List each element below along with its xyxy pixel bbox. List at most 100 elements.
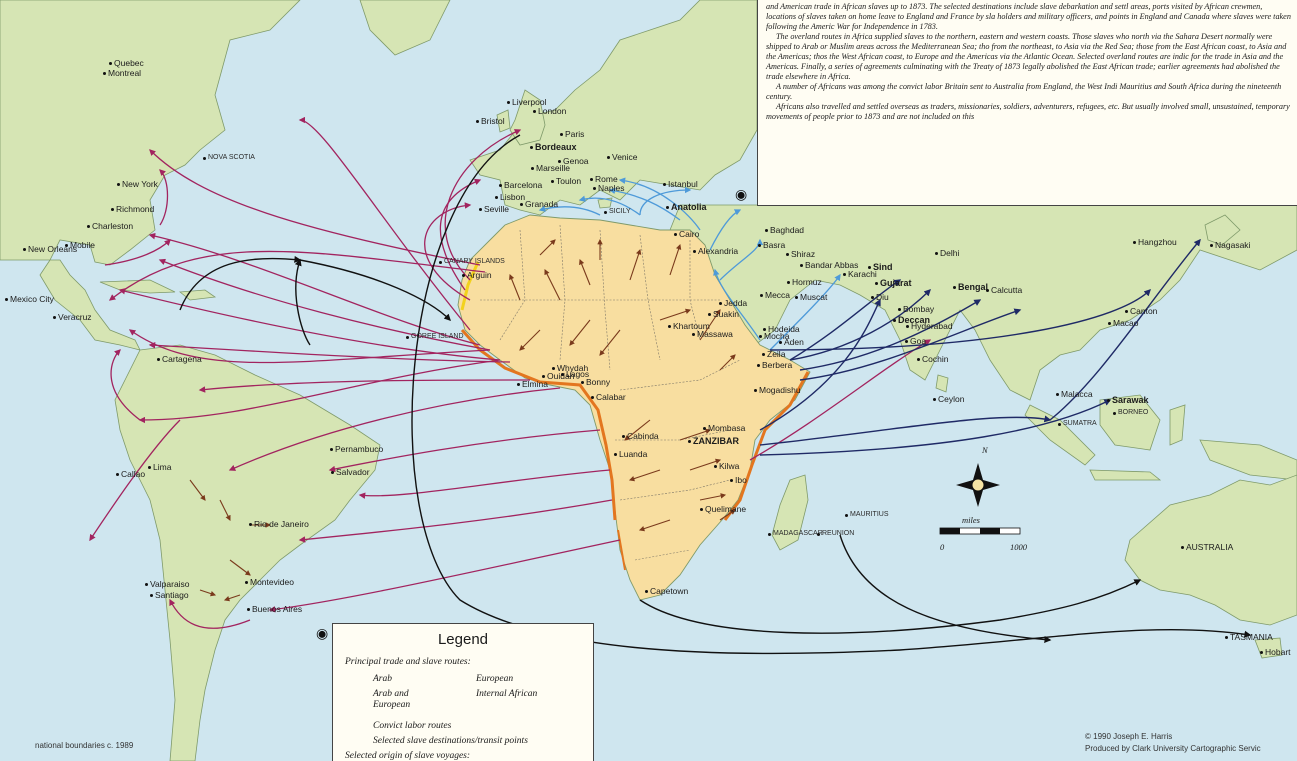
place-dot — [1125, 310, 1128, 313]
place-dot — [953, 286, 956, 289]
place-dot — [507, 101, 510, 104]
place-label: Mobile — [70, 240, 96, 250]
place-label: New York — [122, 179, 158, 189]
place-dot — [331, 471, 334, 474]
place-label: Suakin — [713, 309, 739, 319]
origin-coast-west-orange — [460, 328, 617, 521]
legend-arab-european: Arab and European — [373, 689, 411, 710]
place-label: Quelimane — [705, 504, 747, 514]
place-dot — [593, 187, 596, 190]
place-label: Aden — [784, 337, 804, 347]
place-label: ZANZIBAR — [693, 436, 739, 446]
place-dot — [906, 325, 909, 328]
greenland — [359, 0, 451, 56]
place-label: Baghdad — [770, 225, 805, 235]
place-dot — [762, 353, 765, 356]
place-label: Bordeaux — [535, 142, 577, 152]
place-dot — [758, 244, 761, 247]
place-dot — [65, 244, 68, 247]
place-label: Bengal — [958, 282, 989, 292]
place-dot — [719, 302, 722, 305]
scale-max: 1000 — [1010, 542, 1027, 552]
place-dot — [817, 533, 820, 536]
place-dot — [1056, 393, 1059, 396]
place-label: Mocha — [764, 331, 790, 341]
place-label: Salvador — [336, 467, 370, 477]
place-dot — [561, 373, 564, 376]
place-dot — [663, 183, 666, 186]
place-label: Valparaiso — [150, 579, 190, 589]
place-label: Shiraz — [791, 249, 816, 259]
place-dot — [462, 274, 465, 277]
place-label: Jedda — [724, 298, 748, 308]
place-dot — [247, 608, 250, 611]
place-label: Cabinda — [627, 431, 659, 441]
place-label: Charleston — [92, 221, 134, 231]
place-dot — [757, 364, 760, 367]
place-label: SUMATRA — [1063, 420, 1097, 427]
place-label: MAURITIUS — [850, 511, 889, 518]
place-label: Macao — [1113, 318, 1139, 328]
legend-internal: Internal African — [476, 689, 538, 699]
place-dot — [779, 341, 782, 344]
place-label: Genoa — [563, 156, 589, 166]
legend-convict: Convict labor routes — [373, 721, 452, 731]
place-dot — [708, 313, 711, 316]
place-label: Muscat — [800, 292, 828, 302]
place-dot — [520, 203, 523, 206]
madagascar — [771, 474, 809, 551]
place-label: Mombasa — [708, 423, 746, 433]
place-dot — [1113, 412, 1116, 415]
place-dot — [249, 523, 252, 526]
place-dot — [754, 389, 757, 392]
place-dot — [668, 325, 671, 328]
place-label: Mexico City — [10, 294, 54, 304]
place-label: GOREE ISLAND — [411, 333, 464, 340]
place-label: Alexandria — [698, 246, 739, 256]
place-dot — [1108, 322, 1111, 325]
place-dot — [542, 375, 545, 378]
sulawesi — [1169, 404, 1186, 446]
south-america — [114, 344, 381, 761]
place-label: Mogadishu — [759, 385, 801, 395]
scale-label: miles — [962, 515, 980, 525]
place-label: Mecca — [765, 290, 791, 300]
place-dot — [530, 146, 533, 149]
place-label: Luanda — [619, 449, 648, 459]
place-dot — [703, 427, 706, 430]
legend-destinations: Selected slave destinations/transit poin… — [373, 736, 528, 746]
place-label: Marseille — [536, 163, 571, 173]
place-dot — [875, 282, 878, 285]
place-dot — [476, 120, 479, 123]
place-label: Hangzhou — [1138, 237, 1177, 247]
sicily-shape — [597, 197, 613, 209]
legend-panel: Legend Principal trade and slave routes:… — [332, 623, 594, 761]
place-dot — [203, 157, 206, 160]
legend-european: European — [476, 674, 514, 684]
place-label: Buenos Aires — [252, 604, 303, 614]
place-dot — [688, 440, 691, 443]
producer-note: Produced by Clark University Cartographi… — [1085, 744, 1261, 753]
place-dot — [614, 453, 617, 456]
place-dot — [674, 233, 677, 236]
place-dot — [5, 298, 8, 301]
place-dot — [786, 253, 789, 256]
origin-coast-south-orange — [617, 529, 626, 571]
compass-north-label: N — [982, 445, 988, 455]
place-dot — [795, 296, 798, 299]
place-dot — [604, 211, 607, 214]
place-dot — [495, 196, 498, 199]
place-label: Rome — [595, 174, 618, 184]
place-label: Granada — [525, 199, 559, 209]
place-label: Sarawak — [1112, 395, 1149, 405]
place-dot — [103, 72, 106, 75]
place-dot — [23, 248, 26, 251]
place-label: Seville — [484, 204, 510, 214]
place-label: Cochin — [922, 354, 949, 364]
place-label: BORNEO — [1118, 409, 1149, 416]
place-dot — [763, 328, 766, 331]
place-label: Paris — [565, 129, 585, 139]
place-dot — [1181, 546, 1184, 549]
place-label: Malacca — [1061, 389, 1093, 399]
